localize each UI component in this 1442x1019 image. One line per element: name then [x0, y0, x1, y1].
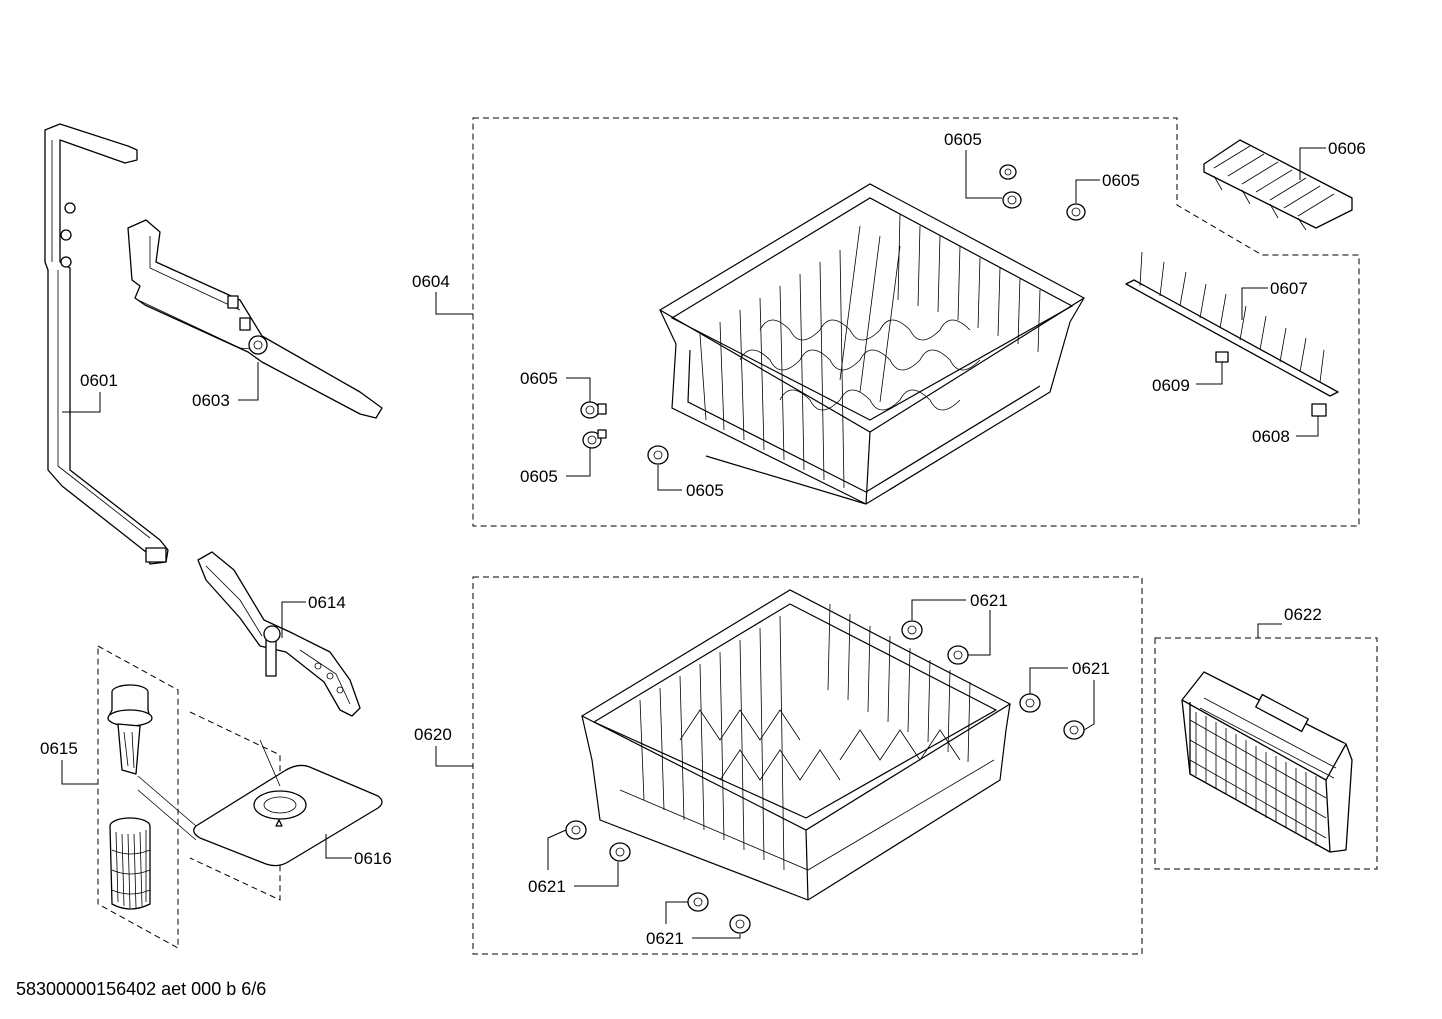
leader-0605-b: [566, 448, 591, 477]
leader-0615: [61, 760, 98, 785]
leader-0621-a: [911, 599, 991, 656]
leader-0605-e: [1075, 179, 1100, 203]
leader-0605-c: [657, 465, 682, 491]
label-0603: 0603: [192, 391, 230, 410]
label-0621-c: 0621: [528, 877, 566, 896]
rack-wheel-0621-left-b: [609, 842, 631, 862]
leader-0621-d: [665, 901, 741, 939]
cylinder-filter-part: [109, 817, 151, 910]
label-0622: 0622: [1284, 605, 1322, 624]
label-0621-a: 0621: [970, 591, 1008, 610]
label-0608: 0608: [1252, 427, 1290, 446]
leader-0605-a: [566, 377, 591, 402]
cutlery-basket-part: [1181, 671, 1353, 853]
cutlery-basket-group-frame: [1154, 637, 1378, 870]
filter-alignment-lines: [137, 739, 281, 841]
tine-row-part: [1125, 251, 1339, 397]
leader-0620: [435, 746, 473, 767]
leader-0609: [1196, 362, 1223, 385]
label-0609: 0609: [1152, 376, 1190, 395]
leader-0621-b: [1029, 667, 1095, 731]
rack-wheel-0621-top-b: [947, 645, 969, 665]
rack-roller-clip-0605-top-c: [1066, 203, 1086, 221]
upper-rack-group-frame: [472, 117, 1360, 527]
rack-roller-clip-0605-left-top: [580, 401, 607, 419]
micro-filter-part: [107, 684, 153, 775]
lower-spray-arm-part: [197, 551, 361, 717]
label-0605-a: 0605: [520, 369, 558, 388]
leader-0622: [1257, 623, 1282, 638]
rack-roller-clip-0605-center: [647, 445, 669, 465]
rack-wheel-0621-right-b: [1063, 720, 1085, 740]
leader-0616: [325, 834, 352, 859]
label-0615: 0615: [40, 739, 78, 758]
rack-wheel-0621-bottom-b: [729, 914, 751, 934]
upper-rack-part: [658, 183, 1086, 505]
label-0604: 0604: [412, 272, 450, 291]
rack-roller-clip-0605-top-a: [999, 164, 1017, 180]
rack-wheel-0621-top-a: [901, 620, 923, 640]
rack-roller-clip-0605-left-bottom: [582, 429, 607, 449]
drawing-reference-footer: 58300000156402 aet 000 b 6/6: [16, 979, 267, 999]
leader-0603: [238, 362, 259, 401]
label-0605-b: 0605: [520, 467, 558, 486]
label-0601: 0601: [80, 371, 118, 390]
label-0606: 0606: [1328, 139, 1366, 158]
label-0607: 0607: [1270, 279, 1308, 298]
rack-wheel-0621-right-a: [1019, 693, 1041, 713]
label-0605-d: 0605: [944, 130, 982, 149]
leader-0621-c: [547, 829, 619, 887]
leader-0604: [435, 292, 473, 315]
label-0621-d: 0621: [646, 929, 684, 948]
leader-0601: [62, 392, 101, 413]
rack-wheel-0621-bottom-a: [687, 892, 709, 912]
label-0616: 0616: [354, 849, 392, 868]
leader-0605-d: [965, 150, 1002, 199]
cup-shelf-part: [1203, 139, 1353, 231]
rack-wheel-0621-left-a: [565, 820, 587, 840]
label-0605-e: 0605: [1102, 171, 1140, 190]
lower-rack-part: [580, 589, 1012, 901]
leader-0607: [1241, 287, 1268, 320]
flat-filter-part: [193, 764, 383, 867]
clip-0609: [1215, 351, 1229, 363]
label-0620: 0620: [414, 725, 452, 744]
rack-roller-clip-0605-top-b: [1002, 191, 1022, 209]
leader-0606: [1299, 147, 1326, 180]
upper-spray-arm-part: [127, 219, 383, 419]
label-0605-c: 0605: [686, 481, 724, 500]
leader-0614: [281, 601, 306, 638]
label-0614: 0614: [308, 593, 346, 612]
clip-0608: [1311, 403, 1327, 417]
label-0621-b: 0621: [1072, 659, 1110, 678]
filter-group-frame: [97, 645, 179, 949]
supply-pipe-part: [44, 123, 169, 565]
leader-0608: [1296, 416, 1319, 437]
